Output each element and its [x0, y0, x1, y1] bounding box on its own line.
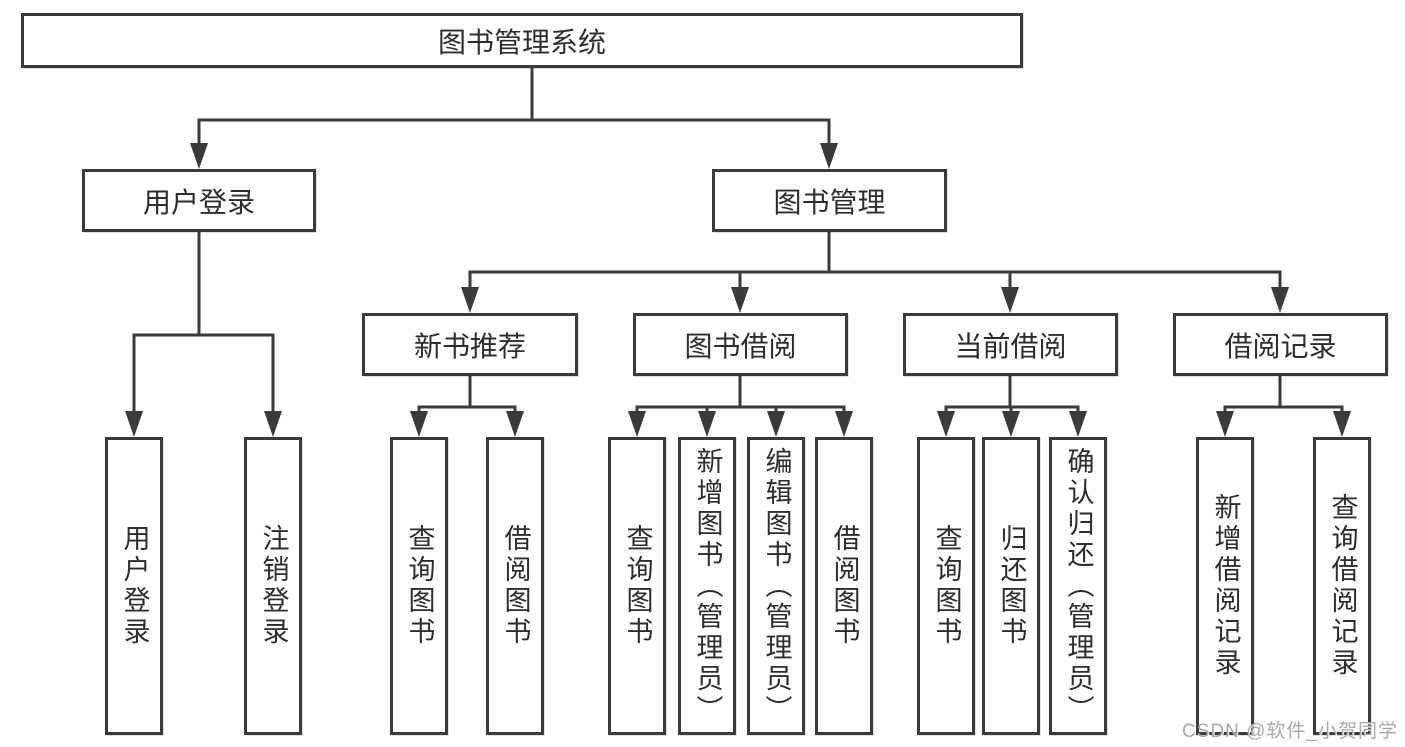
- leaf-user-login: 用户登录: [105, 437, 163, 735]
- leaf-recommend-search-book: 查询图书: [390, 437, 448, 735]
- node-current-borrowing-label: 当前借阅: [954, 330, 1067, 362]
- leaf-records-search-record-label: 查询借阅记录: [1327, 493, 1358, 679]
- leaf-borrowing-add-book-admin-label: 新增图书（管理员）: [692, 446, 723, 726]
- leaf-current-search-book: 查询图书: [917, 437, 975, 735]
- leaf-logout: 注销登录: [244, 437, 302, 735]
- node-book-borrowing-label: 图书借阅: [684, 330, 797, 362]
- leaf-current-confirm-return-admin-label: 确认归还（管理员）: [1063, 446, 1094, 726]
- leaf-borrowing-borrow-book: 借阅图书: [815, 437, 873, 735]
- node-root-label: 图书管理系统: [437, 26, 606, 58]
- node-borrowing-records: 借阅记录: [1173, 313, 1388, 376]
- leaf-borrowing-search-book-label: 查询图书: [622, 524, 653, 648]
- node-new-book-recommend-label: 新书推荐: [413, 330, 526, 362]
- leaf-recommend-borrow-book: 借阅图书: [486, 437, 544, 735]
- leaf-records-add-record-label: 新增借阅记录: [1210, 493, 1241, 679]
- leaf-current-return-book: 归还图书: [982, 437, 1040, 735]
- node-book-management-label: 图书管理: [773, 186, 886, 218]
- csdn-watermark: CSDN @软件_小贺同学: [1182, 721, 1398, 742]
- node-current-borrowing: 当前借阅: [903, 313, 1118, 376]
- leaf-current-return-book-label: 归还图书: [996, 524, 1027, 648]
- leaf-records-add-record: 新增借阅记录: [1196, 437, 1254, 735]
- leaf-recommend-search-book-label: 查询图书: [404, 524, 435, 648]
- node-user-login-branch-label: 用户登录: [142, 186, 255, 218]
- leaf-borrowing-edit-book-admin-label: 编辑图书（管理员）: [761, 446, 792, 726]
- arrowhead-icons: [125, 143, 1351, 437]
- node-borrowing-records-label: 借阅记录: [1224, 330, 1337, 362]
- node-book-management: 图书管理: [712, 169, 947, 232]
- leaf-logout-label: 注销登录: [258, 524, 289, 648]
- leaf-borrowing-add-book-admin: 新增图书（管理员）: [678, 437, 736, 735]
- node-book-borrowing: 图书借阅: [633, 313, 848, 376]
- leaf-user-login-label: 用户登录: [119, 524, 150, 648]
- leaf-current-search-book-label: 查询图书: [931, 524, 962, 648]
- leaf-borrowing-borrow-book-label: 借阅图书: [829, 524, 860, 648]
- leaf-borrowing-edit-book-admin: 编辑图书（管理员）: [747, 437, 805, 735]
- leaf-records-search-record: 查询借阅记录: [1313, 437, 1371, 735]
- leaf-borrowing-search-book: 查询图书: [608, 437, 666, 735]
- node-user-login-branch: 用户登录: [82, 169, 316, 232]
- node-root: 图书管理系统: [21, 13, 1023, 68]
- leaf-recommend-borrow-book-label: 借阅图书: [500, 524, 531, 648]
- node-new-book-recommend: 新书推荐: [362, 313, 578, 376]
- leaf-current-confirm-return-admin: 确认归还（管理员）: [1049, 437, 1107, 735]
